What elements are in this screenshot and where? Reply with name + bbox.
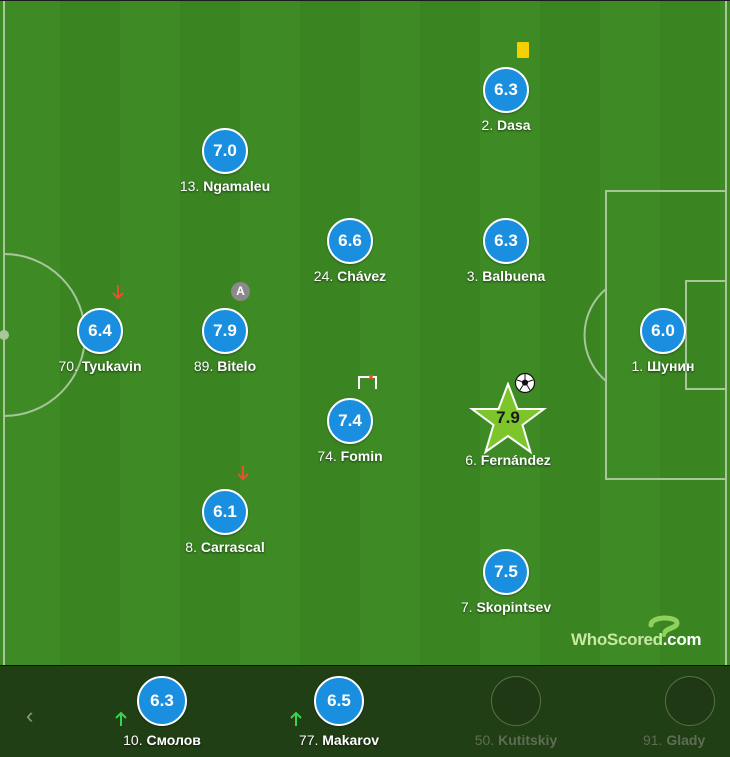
player-rating: 6.5: [314, 676, 364, 726]
player-balbuena[interactable]: 6.3 3. Balbuena: [456, 218, 556, 284]
bench-prev-button[interactable]: ‹: [26, 703, 34, 728]
player-name: 24. Chávez: [313, 268, 387, 284]
player-rating: 6.3: [483, 67, 529, 113]
whoscored-logo-icon: [648, 615, 680, 637]
sub-off-arrow-icon: [112, 285, 124, 300]
pitch-lines: [0, 1, 727, 666]
player-name: 3. Balbuena: [466, 268, 546, 284]
player-name: 6. Fernández: [465, 452, 551, 468]
player-name: 89. Bitelo: [193, 358, 257, 374]
bench-player-kutitskiy[interactable]: 50. Kutitskiy: [461, 676, 571, 748]
player-shunin[interactable]: 6.0 1. Шунин: [613, 308, 713, 374]
goalpost-icon: [358, 374, 377, 389]
player-name: 8. Carrascal: [185, 539, 265, 555]
assist-badge-icon: A: [231, 282, 250, 301]
football-icon: [514, 372, 536, 394]
sub-off-arrow-icon: [237, 466, 249, 481]
player-rating: 6.4: [77, 308, 123, 354]
bench-player-makarov[interactable]: 6.5 77. Makarov: [284, 676, 394, 748]
whoscored-logo[interactable]: WhoScored.com: [571, 630, 702, 649]
player-ngamaleu[interactable]: 7.0 13. Ngamaleu: [175, 128, 275, 194]
sub-on-arrow-icon: [290, 711, 302, 726]
substitutes-bar: ‹ › 6.3 10. Смолов 6.5 77. Makarov 50. K…: [0, 665, 730, 757]
yellow-card-icon: [517, 42, 529, 58]
player-name: 70. Tyukavin: [58, 358, 142, 374]
player-bitelo[interactable]: 7.9 89. Bitelo: [175, 308, 275, 374]
player-skopintsev[interactable]: 7.5 7. Skopintsev: [456, 549, 556, 615]
player-name: 77. Makarov: [298, 732, 380, 748]
player-rating: 6.1: [202, 489, 248, 535]
player-name: 50. Kutitskiy: [474, 732, 558, 748]
player-name: 7. Skopintsev: [460, 599, 552, 615]
player-name: 1. Шунин: [631, 358, 695, 374]
player-name: 2. Dasa: [481, 117, 531, 133]
player-name: 91. Glady: [643, 732, 706, 748]
bench-player-glady[interactable]: 91. Glady: [635, 676, 730, 748]
player-rating: 6.3: [137, 676, 187, 726]
player-rating: 7.9: [202, 308, 248, 354]
sub-on-arrow-icon: [115, 711, 127, 726]
player-tyukavin[interactable]: 6.4 70. Tyukavin: [50, 308, 150, 374]
bench-player-smolov[interactable]: 6.3 10. Смолов: [107, 676, 217, 748]
player-fernandez[interactable]: 7.9 6. Fernández: [458, 382, 558, 468]
player-chavez[interactable]: 6.6 24. Chávez: [300, 218, 400, 284]
player-rating: 7.9: [496, 408, 520, 427]
unused-sub-placeholder: [491, 676, 541, 726]
player-rating: 6.3: [483, 218, 529, 264]
unused-sub-placeholder: [665, 676, 715, 726]
player-fomin[interactable]: 7.4 74. Fomin: [300, 398, 400, 464]
man-of-the-match-star-icon: 7.9: [469, 382, 547, 456]
player-rating: 7.5: [483, 549, 529, 595]
player-rating: 6.6: [327, 218, 373, 264]
player-rating: 7.4: [327, 398, 373, 444]
player-name: 13. Ngamaleu: [179, 178, 271, 194]
player-rating: 7.0: [202, 128, 248, 174]
player-name: 10. Смолов: [123, 732, 201, 748]
player-dasa[interactable]: 6.3 2. Dasa: [456, 67, 556, 133]
pitch: 6.3 2. Dasa 7.0 13. Ngamaleu 6.6 24. Chá…: [0, 0, 730, 666]
player-carrascal[interactable]: 6.1 8. Carrascal: [175, 489, 275, 555]
player-rating: 6.0: [640, 308, 686, 354]
player-name: 74. Fomin: [317, 448, 383, 464]
